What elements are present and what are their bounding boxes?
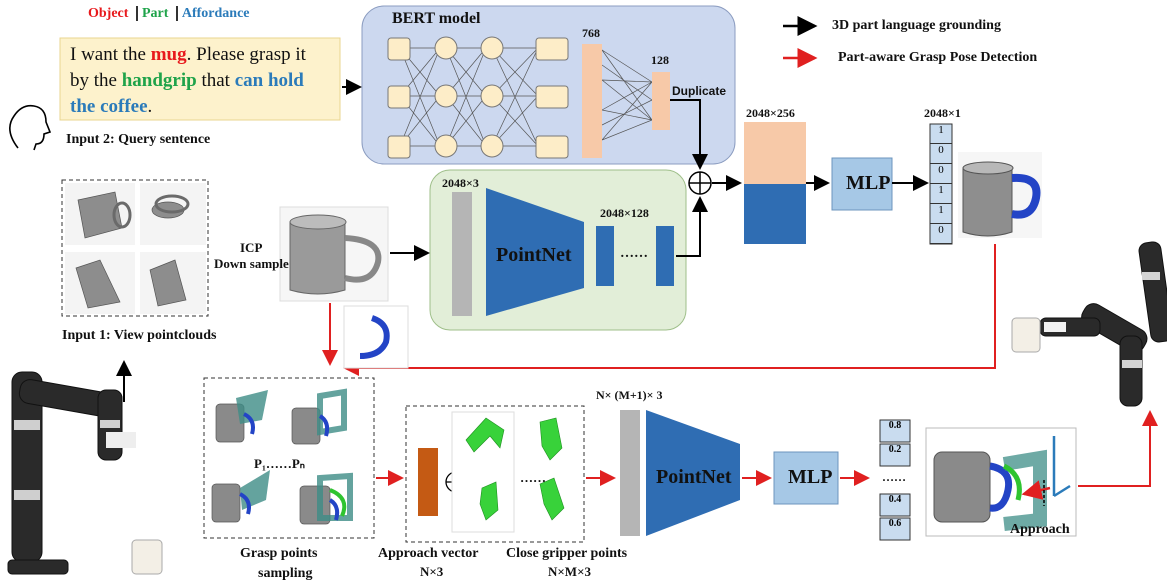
- bert-hidden-node: [480, 84, 504, 108]
- binary-vector-cell: 1: [930, 124, 952, 144]
- bert-output-node: [535, 135, 569, 159]
- down-sample-label: Down sample: [214, 256, 289, 271]
- mlp-box-1: [831, 157, 893, 211]
- handle-patch: [359, 315, 390, 359]
- bert-hidden-node: [434, 84, 458, 108]
- approach-arrow-red: [1021, 480, 1051, 500]
- dim-2048x256-label: 2048×256: [746, 106, 795, 120]
- n3-label: N×3: [420, 564, 444, 579]
- pointnet-trapezoid-1: [486, 188, 584, 316]
- final-handle: [989, 462, 1013, 512]
- concat-bottom: [744, 184, 806, 244]
- approach-vector-bar: [418, 448, 438, 516]
- left-coffee-cup: [131, 539, 163, 575]
- query-sentence: I want the mug. Please grasp it by the h…: [70, 42, 340, 120]
- pointnet-trapezoid-2: [646, 410, 740, 536]
- binary-vector-cell: 0: [930, 144, 952, 164]
- score-vector-cell: 0.2: [888, 444, 902, 455]
- pointnet-label-1: PointNet: [496, 244, 572, 266]
- query-part: handgrip: [121, 70, 197, 91]
- tag-object: Object: [88, 6, 129, 21]
- dim-128-label: 128: [651, 53, 669, 67]
- dim-2048x128-label: 2048×128: [600, 206, 649, 220]
- gripper-points-box: [405, 405, 585, 543]
- binary-vector-cell: 1: [930, 184, 952, 204]
- query-object: mug: [150, 44, 187, 65]
- mlp-box-2: [773, 451, 839, 505]
- pointnet-label-2: PointNet: [656, 466, 732, 488]
- binary-vector-cell: 0: [930, 224, 952, 244]
- score-vector-cell: 0.4: [888, 494, 902, 505]
- query-text: by the: [70, 70, 122, 91]
- approach-label: Approach: [1010, 522, 1070, 537]
- close-gripper-label: Close gripper points: [506, 546, 628, 561]
- query-text: .: [147, 96, 153, 117]
- dim-768-label: 768: [582, 26, 600, 40]
- bert-output-node: [535, 85, 569, 109]
- binary-vector-cell: 1: [930, 204, 952, 224]
- dim-2048x3-label: 2048×3: [442, 176, 479, 190]
- sampling-label: sampling: [258, 566, 313, 581]
- bert-input-node: [387, 135, 411, 159]
- tag-affordance: Affordance: [181, 6, 250, 21]
- approach-vector-label: Approach vector: [378, 546, 479, 561]
- nm3-label: N×M×3: [548, 564, 591, 579]
- bert-input-node: [387, 37, 411, 61]
- bert-hidden-node: [434, 36, 458, 60]
- bert-hidden-node: [480, 134, 504, 158]
- mlp-label-2: MLP: [788, 466, 833, 488]
- score-vector-cell: 0.6: [888, 518, 902, 529]
- legend-red-label: Part-aware Grasp Pose Detection: [838, 50, 1038, 65]
- icp-label: ICP: [240, 240, 263, 255]
- feature-768-bar: [582, 44, 602, 158]
- mlp-label-1: MLP: [846, 172, 891, 194]
- duplicate-label: Duplicate: [672, 84, 727, 98]
- right-robot-arm: [1039, 241, 1167, 407]
- right-coffee-cup: [1011, 317, 1041, 353]
- query-box: [59, 37, 341, 121]
- bert-title: BERT model: [392, 10, 481, 27]
- tag-part: Part: [141, 6, 169, 21]
- feature-128-bar: [652, 72, 670, 130]
- left-robot-arm: [7, 371, 123, 575]
- bert-hidden-node: [480, 36, 504, 60]
- dim-2048x1-label: 2048×1: [924, 106, 961, 120]
- query-text: I want the: [70, 44, 151, 65]
- query-affordance: the coffee: [70, 96, 148, 117]
- view-pointclouds-box: [61, 179, 209, 317]
- query-text: . Please grasp it: [186, 44, 306, 65]
- gripper-ellipsis: ……: [520, 470, 546, 485]
- input-2048x3-bar: [452, 192, 472, 316]
- grounded-handle: [1011, 173, 1041, 219]
- bert-output-node: [535, 37, 569, 61]
- grounded-mug: [962, 163, 1013, 237]
- dim-nm1-3-label: N× (M+1)× 3: [596, 388, 663, 402]
- query-text: that: [196, 70, 235, 91]
- legend-black-label: 3D part language grounding: [832, 18, 1001, 33]
- concat-top: [744, 122, 806, 184]
- grasp-sampling-box: [203, 377, 375, 539]
- score-ellipsis: ……: [882, 470, 906, 484]
- bert-network: [399, 47, 653, 147]
- score-vector-cell: 0.8: [888, 420, 902, 431]
- bert-input-node: [387, 85, 411, 109]
- binary-vector-cell: 0: [930, 164, 952, 184]
- query-affordance: can hold: [234, 70, 304, 91]
- input-nm1-bar: [620, 410, 640, 536]
- legend-tags: Object Part Affordance: [88, 6, 250, 22]
- input2-label: Input 2: Query sentence: [66, 132, 211, 147]
- input1-label: Input 1: View pointclouds: [62, 328, 217, 343]
- final-mug: [933, 451, 991, 523]
- grasp-points-label: Grasp points: [240, 546, 318, 561]
- bert-hidden-node: [434, 134, 458, 158]
- head-icon: [9, 104, 52, 151]
- p-range-label: P₁……Pₙ: [254, 456, 305, 471]
- features-ellipsis: ……: [620, 246, 648, 261]
